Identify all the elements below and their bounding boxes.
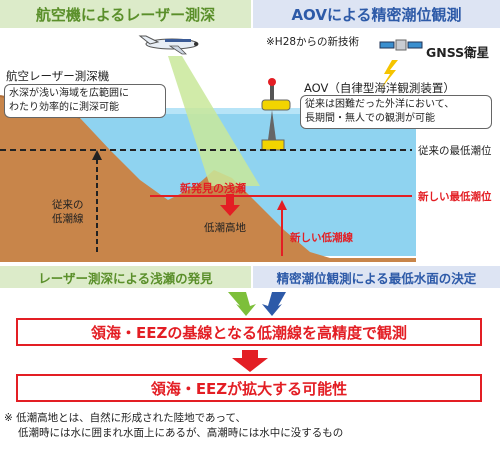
old-low-water-line-label: 従来の 低潮線 xyxy=(52,199,84,225)
new-low-water-level-label: 新しい最低潮位 xyxy=(418,191,492,203)
conclusion-precise-observation: 領海・EEZの基線となる低潮線を高精度で観測 xyxy=(16,318,482,346)
aov-buoy-icon xyxy=(261,78,291,151)
cross-section-diagram xyxy=(0,28,500,262)
aircraft-label: 航空レーザー測深機 xyxy=(6,69,110,83)
new-shoal-label: 新発見の浅瀬 xyxy=(180,182,246,195)
new-low-water-line-label: 新しい低潮線 xyxy=(290,232,353,244)
aov-desc-line-1: 従来は困難だった外洋において、 xyxy=(305,99,455,110)
aircraft-desc-line-1: 水深が浅い海域を広範囲に xyxy=(9,88,129,99)
aov-desc-line-2: 長期間・無人での観測が可能 xyxy=(305,113,435,124)
new-low-water-line-arrow xyxy=(277,200,287,210)
red-down-arrow-icon xyxy=(232,358,268,372)
green-arrow-icon xyxy=(228,292,256,316)
header-laser-sounding: 航空機によるレーザー測深 xyxy=(0,0,251,28)
aircraft-description: 水深が浅い海域を広範囲に わたり効率的に測深可能 xyxy=(4,84,166,118)
down-arrow xyxy=(232,350,268,372)
shoal-arrow xyxy=(220,205,240,216)
gnss-label: GNSS衛星 xyxy=(426,45,490,60)
header-aov-observation: AOVによる精密潮位観測 xyxy=(253,0,500,28)
signal-icon xyxy=(380,60,398,90)
converging-arrows xyxy=(228,292,286,316)
footnote: ※ 低潮高地とは、自然に形成された陸地であって、 低潮時には水に囲まれ水面上にあ… xyxy=(4,411,343,441)
conclusion-expansion-possibility: 領海・EEZが拡大する可能性 xyxy=(16,374,482,402)
new-tech-note: ※H28からの新技術 xyxy=(266,36,360,48)
aov-description: 従来は困難だった外洋において、 長期間・無人での観測が可能 xyxy=(300,95,492,129)
aov-title: AOV（自律型海洋観測装置） xyxy=(304,81,455,95)
laser-beam xyxy=(168,56,260,186)
aircraft-icon xyxy=(138,35,199,55)
footnote-line-1: ※ 低潮高地とは、自然に形成された陸地であって、 xyxy=(4,412,246,424)
satellite-icon xyxy=(379,39,423,51)
old-low-water-line-arrow xyxy=(92,150,102,160)
blue-arrow-icon xyxy=(262,292,286,316)
footnote-line-2: 低潮時には水に囲まれ水面上にあるが、高潮時には水中に没するもの xyxy=(18,427,344,439)
result-laser-discovery: レーザー測深による浅瀬の発見 xyxy=(0,266,251,288)
result-precise-tide: 精密潮位観測による最低水面の決定 xyxy=(253,266,500,288)
old-low-water-level-label: 従来の最低潮位 xyxy=(418,145,492,157)
low-tide-elevation-label: 低潮高地 xyxy=(204,222,246,234)
aircraft-desc-line-2: わたり効率的に測深可能 xyxy=(9,102,119,113)
